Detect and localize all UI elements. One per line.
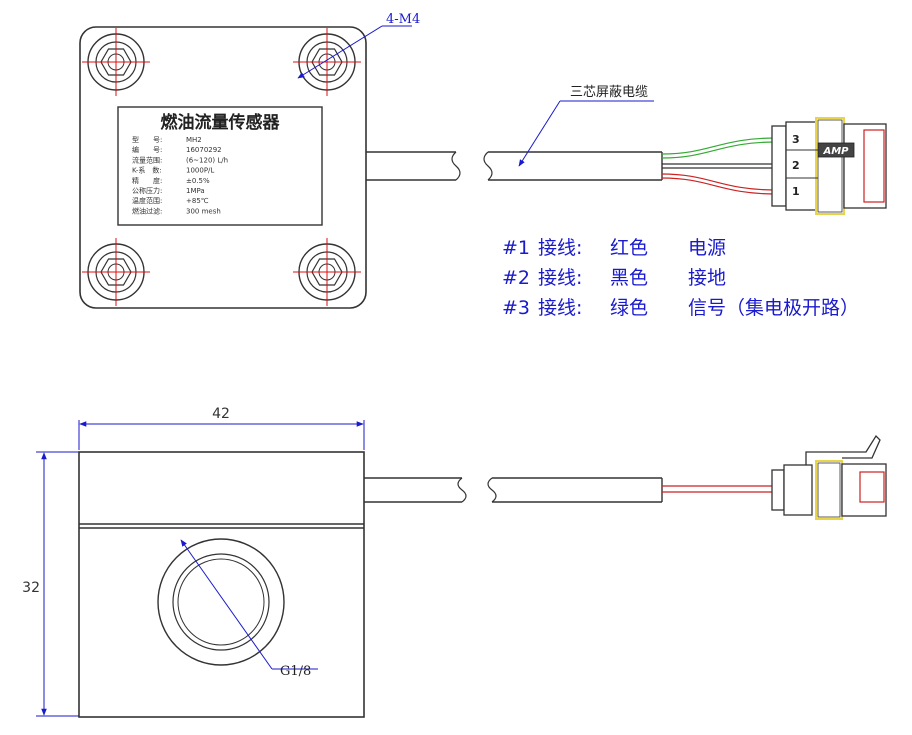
wiring-function: 信号（集电极开路）: [688, 297, 859, 319]
bolt-top-right: [293, 28, 361, 96]
nameplate-row-value: (6~120) L/h: [186, 156, 228, 164]
port-label: G1/8: [280, 664, 311, 679]
wiring-row-1: #1 接线: 红色 电源: [502, 237, 726, 259]
sensor-body-side: [78, 451, 365, 718]
port: [157, 538, 285, 666]
nameplate-row-label: 型 号:: [132, 135, 162, 144]
connector-brand: AMP: [822, 146, 849, 157]
cable-top: [366, 151, 663, 181]
nameplate-row-label: 燃油过滤:: [132, 206, 162, 215]
nameplate-rows: 型 号: MH2 编 号: 16070292 流量范围: (6~120) L/hK-系 数…: [132, 135, 228, 215]
nameplate-row-value: ±0.5%: [186, 177, 210, 185]
nameplate-row-value: +85℃: [186, 197, 209, 205]
wiring-color: 黑色: [610, 267, 648, 289]
port-leader: G1/8: [180, 539, 318, 679]
wiring-function: 接地: [688, 267, 726, 289]
wiring-function: 电源: [688, 237, 726, 259]
height-dimension: 32: [22, 451, 79, 717]
nameplate-row-value: 300 mesh: [186, 207, 221, 215]
side-view: 42 32 G1/8: [22, 406, 887, 718]
bolt-leader: 4-M4: [297, 12, 420, 79]
cable-side: [364, 477, 772, 503]
nameplate-row-label: 流量范围:: [132, 155, 162, 164]
bolt-bottom-right: [293, 238, 361, 306]
height-dim-label: 32: [22, 580, 40, 596]
wiring-table: #1 接线: 红色 电源 #2 接线: 黑色 接地 #3 接线: 绿色 信号（集…: [502, 237, 859, 319]
nameplate-title: 燃油流量传感器: [161, 112, 281, 133]
nameplate-row-label: 精 度:: [132, 176, 162, 185]
nameplate: 燃油流量传感器 型 号: MH2 编 号: 16070292 流量范围: (6~120) …: [117, 106, 323, 226]
cable-label: 三芯屏蔽电缆: [570, 84, 648, 100]
wires-top: [661, 137, 777, 195]
cable-leader: 三芯屏蔽电缆: [518, 84, 654, 167]
nameplate-row-label: 温度范围:: [132, 196, 162, 205]
wiring-label: 接线:: [538, 267, 582, 289]
wiring-pin: #3: [502, 297, 530, 319]
nameplate-row-value: 1MPa: [186, 187, 205, 195]
wiring-pin: #1: [502, 237, 530, 259]
wiring-label: 接线:: [538, 297, 582, 319]
bolt-bottom-left: [82, 238, 150, 306]
pin-number-3: 3: [792, 133, 800, 146]
nameplate-row-label: K-系 数:: [132, 166, 162, 175]
nameplate-row-value: MH2: [186, 136, 202, 144]
connector-side: [771, 434, 887, 520]
nameplate-row-label: 编 号:: [132, 145, 162, 154]
connector-top: AMP 3 2 1: [771, 117, 887, 215]
bolt-top-left: [82, 28, 150, 96]
top-view: 4-M4 燃油流量传感器 型 号: MH2 编 号: 16070292 流量范围: (6~…: [79, 12, 887, 309]
wiring-color: 红色: [610, 237, 648, 259]
bolt-label: 4-M4: [386, 12, 420, 27]
wiring-label: 接线:: [538, 237, 582, 259]
width-dim-label: 42: [212, 406, 230, 422]
pin-number-2: 2: [792, 159, 800, 172]
nameplate-row-value: 1000P/L: [186, 167, 214, 175]
wiring-color: 绿色: [610, 297, 648, 319]
wiring-pin: #2: [502, 267, 530, 289]
wiring-row-2: #2 接线: 黑色 接地: [502, 267, 726, 289]
wiring-row-3: #3 接线: 绿色 信号（集电极开路）: [502, 297, 859, 319]
nameplate-row-value: 16070292: [186, 146, 222, 154]
pin-number-1: 1: [792, 185, 800, 198]
sensor-body-top: [79, 26, 367, 309]
width-dimension: 42: [78, 406, 365, 450]
nameplate-row-label: 公称压力:: [132, 186, 162, 195]
